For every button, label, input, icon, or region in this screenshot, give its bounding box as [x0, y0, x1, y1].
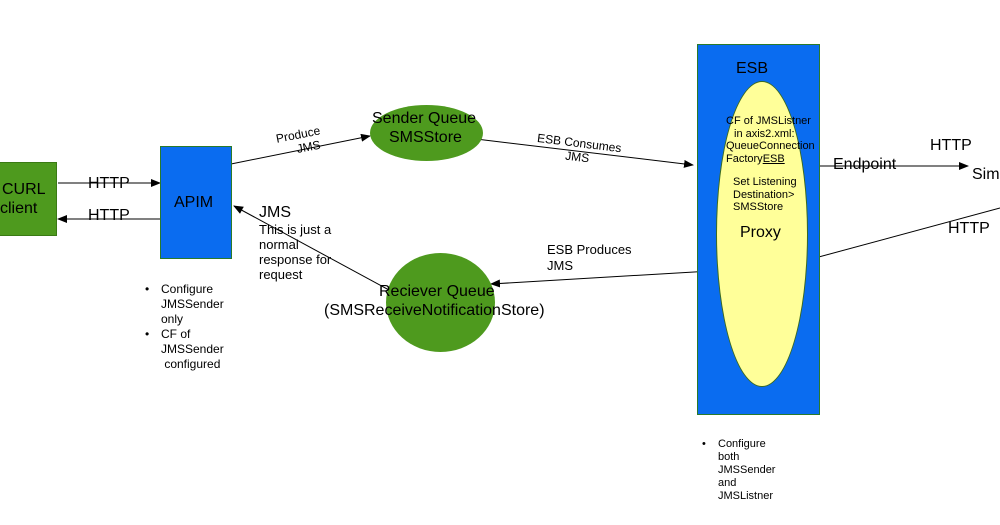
response-note-line1: This is just a	[259, 222, 332, 237]
http-request-label: HTTP	[88, 175, 130, 192]
esb-produces-line1: ESB Produces	[547, 242, 632, 257]
sender-queue-node	[370, 105, 483, 161]
jms-return-label: JMS	[259, 204, 291, 221]
arrow-sender-queue-to-esb	[475, 138, 694, 168]
proxy-listen-line1: Set Listening	[733, 176, 797, 188]
receiver-queue-node	[386, 253, 495, 352]
apim-label: APIM	[174, 194, 214, 211]
apim-box	[160, 146, 232, 259]
response-note-line2: normal	[259, 237, 299, 252]
proxy-label: Proxy	[740, 224, 781, 241]
proxy-cf-line4: FactoryESB	[726, 153, 785, 166]
apim-note-item: Configure JMSSender only	[145, 282, 224, 327]
proxy-node	[716, 81, 808, 387]
endpoint-label: Endpoint	[833, 156, 897, 173]
proxy-cf-esb: ESB	[762, 153, 785, 165]
sender-queue-label-line2: SMSStore	[389, 129, 462, 146]
apim-note-item: CF of JMSSender configured	[145, 327, 224, 372]
proxy-cf-line1: CF of JMSListner	[726, 115, 811, 127]
proxy-cf-line2: in axis2.xml:	[734, 128, 795, 140]
receiver-queue-label-line2: (SMSReceiveNotificationStore)	[324, 302, 545, 319]
http-outbound-label: HTTP	[930, 137, 972, 154]
proxy-listen-line2: Destination>	[733, 189, 795, 201]
arrow-esb-to-receiver-queue	[490, 269, 729, 288]
esb-produces-line2: JMS	[547, 258, 573, 273]
curl-client-label-line2: client	[0, 200, 38, 217]
http-response-label: HTTP	[88, 207, 130, 224]
proxy-cf-line3: QueueConnection	[726, 140, 815, 152]
esb-title: ESB	[736, 60, 769, 77]
response-note-line3: response for	[259, 252, 332, 267]
apim-notes: Configure JMSSender only CF of JMSSender…	[145, 282, 224, 372]
arrow-apim-to-sender-queue	[230, 133, 371, 165]
response-note-line4: request	[259, 267, 303, 282]
esb-note-item: Configure both JMSSender and JMSListner	[702, 438, 775, 503]
http-inbound-label: HTTP	[948, 220, 990, 237]
curl-client-label-line1: CURL	[2, 181, 46, 198]
curl-client-box	[0, 162, 57, 236]
proxy-listen-line3: SMSStore	[733, 201, 784, 213]
sim-label: Sim	[972, 166, 1000, 183]
esb-notes: Configure both JMSSender and JMSListner	[702, 438, 775, 503]
sender-queue-label-line1: Sender Queue	[372, 110, 477, 127]
receiver-queue-label-line1: Reciever Queue	[379, 283, 495, 300]
proxy-cf-factory: Factory	[726, 153, 763, 165]
arrow-receiver-queue-to-apim	[233, 205, 390, 291]
